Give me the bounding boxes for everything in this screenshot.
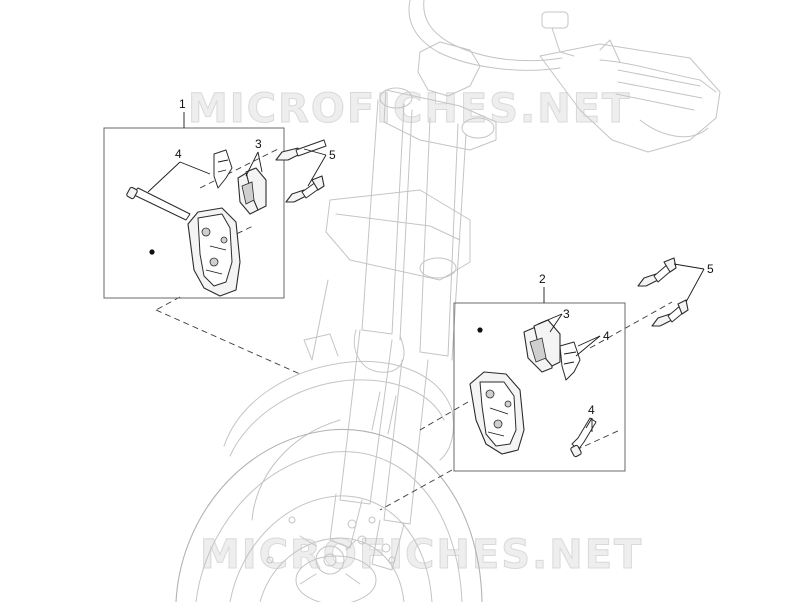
ghosted-front-end (175, 0, 721, 602)
caliper-body-left (187, 207, 241, 297)
triple-clamp-ghost (325, 41, 497, 281)
retaining-pin-left (126, 186, 191, 221)
bleed-valve-dot-right (477, 327, 483, 333)
brake-pads-left (237, 167, 267, 215)
spring-clip-left (213, 149, 233, 189)
callout-clip-pin-left: 4 (175, 147, 182, 161)
watermark-bottom: MICROFICHES.NET (200, 532, 643, 578)
bolt-right-lower (651, 299, 689, 327)
caliper-kit-left: 1 4 3 (103, 97, 285, 299)
mounting-bolts-right: 5 (637, 257, 714, 327)
callout-pads-left: 3 (255, 137, 262, 151)
kit-frame-left (103, 127, 285, 299)
callout-kit-left: 1 (179, 97, 186, 111)
callout-spring-right: 4 (603, 329, 610, 343)
callout-pads-right: 3 (563, 307, 570, 321)
bolt-left-lower (285, 175, 325, 203)
watermark-top: MICROFICHES.NET (188, 86, 631, 132)
callout-pin-right: 4 (588, 403, 595, 417)
bolt-right-upper (637, 257, 677, 287)
front-fender-ghost (223, 360, 454, 521)
bleed-valve-dot-left (149, 249, 155, 255)
callout-kit-right: 2 (539, 272, 546, 286)
callout-bolts-left: 5 (329, 148, 336, 162)
spring-clip-right (559, 341, 581, 381)
bolt-left-upper (275, 139, 327, 161)
caliper-body-right (469, 371, 525, 455)
assembly-lines (155, 148, 673, 511)
caliper-kit-right: 2 3 4 (453, 272, 626, 472)
fork-legs-ghost (329, 493, 405, 571)
mounting-bolts-left: 5 (275, 139, 336, 203)
brake-pads-right (523, 319, 561, 373)
front-wheel-ghost (175, 428, 483, 602)
retaining-pin-right (570, 417, 597, 458)
callout-bolts-right: 5 (707, 262, 714, 276)
kit-frame-right (453, 302, 626, 472)
